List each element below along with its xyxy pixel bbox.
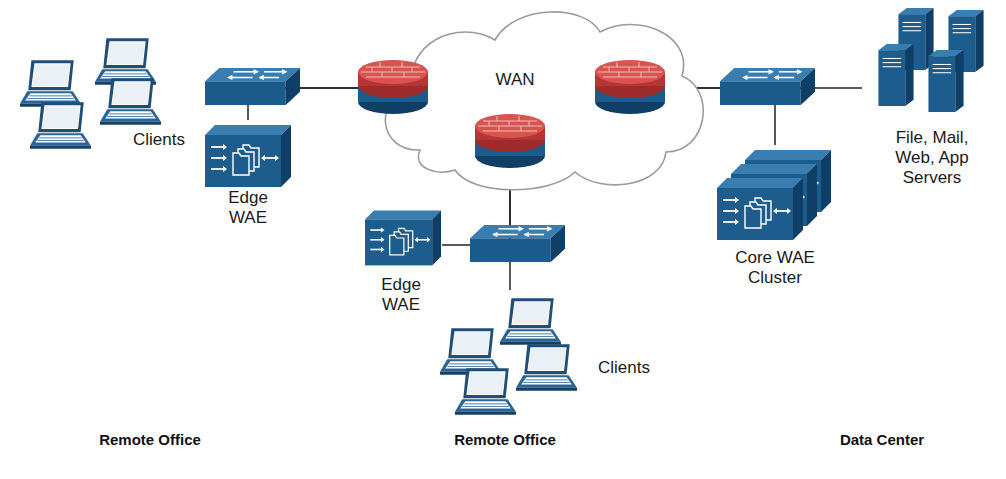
switch-icon (720, 68, 815, 105)
wan-cloud: WAN (390, 8, 642, 150)
switch-icon (470, 225, 565, 262)
server-icons (878, 8, 983, 112)
router-icon (358, 60, 428, 114)
clients-group: Clients (15, 38, 207, 156)
wae-appliance: Edge WAE (200, 120, 296, 235)
wae-cluster: Core WAE Cluster (705, 145, 845, 295)
wae-icon (365, 211, 441, 266)
node-label: Clients (133, 130, 205, 150)
site-label: Remote Office (99, 431, 201, 448)
router-icon (595, 60, 665, 114)
wae-cluster-icon (717, 150, 831, 240)
site-label: Remote Office (454, 431, 556, 448)
router-icon (475, 114, 545, 168)
node-label: WAN (390, 70, 640, 90)
wan-cloud-outline (385, 12, 703, 190)
wae-appliance: Edge WAE (360, 205, 442, 325)
server-group: File, Mail, Web, App Servers (862, 8, 1002, 208)
clients-group: Clients (435, 290, 666, 418)
node-label: Edge WAE (371, 275, 431, 315)
node-label: Clients (598, 358, 664, 378)
site-label: Data Center (840, 431, 924, 448)
switch-icon (205, 68, 300, 105)
node-label: Edge WAE (218, 188, 278, 228)
node-label: Core WAE Cluster (725, 248, 825, 288)
client-laptops (440, 298, 577, 415)
wae-icon (205, 125, 291, 187)
node-label: File, Mail, Web, App Servers (880, 128, 984, 188)
